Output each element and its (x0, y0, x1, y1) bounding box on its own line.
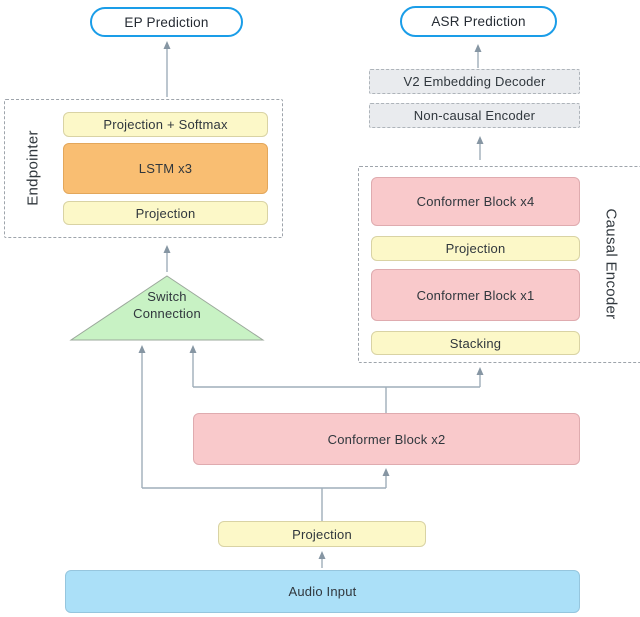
arrow-audio-to-projection (318, 551, 326, 568)
causal-stacking-node: Stacking (371, 331, 580, 355)
causal-encoder-group-container (358, 166, 640, 363)
frontend-projection-node: Projection (218, 521, 426, 547)
causal-encoder-group-label: Causal Encoder (602, 208, 620, 320)
asr-prediction-node: ASR Prediction (400, 6, 557, 37)
causal-conformer-block-x1-node: Conformer Block x1 (371, 269, 580, 321)
endpointer-lstm-node: LSTM x3 (63, 143, 268, 194)
arrow-switch-to-endpointer (163, 245, 171, 272)
endpointer-group-label: Endpointer (24, 130, 42, 206)
arrow-endpointer-to-ep-prediction (163, 41, 171, 97)
v2-embedding-decoder-node: V2 Embedding Decoder (369, 69, 580, 94)
non-causal-encoder-node: Non-causal Encoder (369, 103, 580, 128)
endpointer-projection-node: Projection (63, 201, 268, 225)
causal-projection-node: Projection (371, 236, 580, 261)
ep-prediction-node: EP Prediction (90, 7, 243, 37)
switch-connection-label: Switch Connection (71, 288, 263, 322)
switch-connection-label-line1: Switch (147, 289, 187, 304)
arrow-v2-decoder-to-asr-prediction (474, 44, 482, 68)
endpointer-projection-softmax-node: Projection + Softmax (63, 112, 268, 137)
audio-input-node: Audio Input (65, 570, 580, 613)
causal-conformer-block-x4-node: Conformer Block x4 (371, 177, 580, 226)
arrow-causal-to-noncausal-encoder (476, 136, 484, 160)
switch-connection-label-line2: Connection (133, 306, 201, 321)
endpointer-group-container (4, 99, 283, 238)
conformer-block-x2-node: Conformer Block x2 (193, 413, 580, 465)
